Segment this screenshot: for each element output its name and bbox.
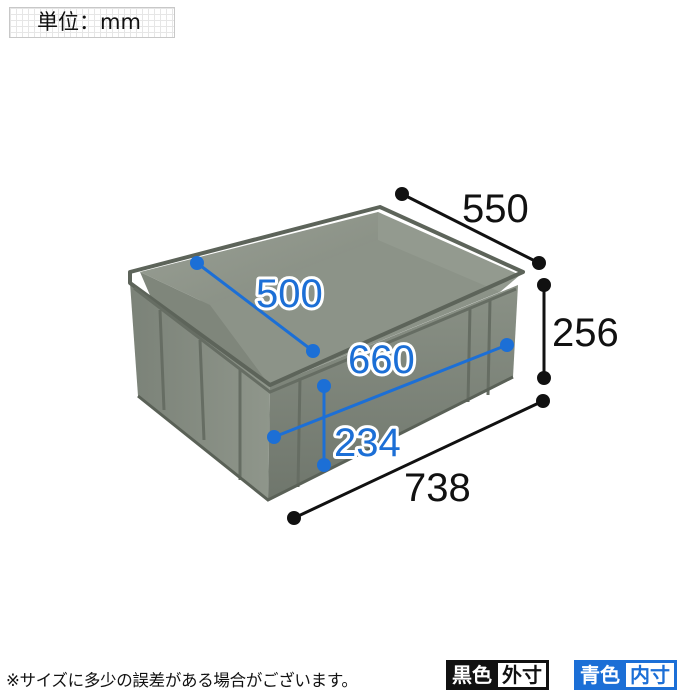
outer-height-label: 256 (552, 311, 619, 355)
outer-depth-label: 550 (462, 187, 529, 231)
size-tolerance-note: ※サイズに多少の誤差がある場合がございます。 (6, 671, 358, 690)
outer-width-line (287, 394, 550, 525)
inner-width-line (267, 338, 514, 444)
inner-width-label: 660 (348, 338, 415, 382)
legend-inner-kind: 内寸 (626, 663, 674, 687)
legend-inner: 青色 内寸 (574, 660, 677, 690)
box-inner-left-wall (140, 272, 270, 386)
inner-depth-label: 500 (256, 272, 323, 316)
unit-label: 単位：mm (9, 7, 175, 38)
inner-height-label: 234 (334, 421, 401, 465)
box-front-wall (268, 285, 518, 500)
box-inner-right-wall (378, 212, 520, 292)
box-rim (128, 205, 525, 387)
outer-depth-line (395, 187, 546, 270)
outer-height-line (537, 278, 551, 385)
legend-outer: 黒色 外寸 (446, 660, 549, 690)
box-left-wall (130, 283, 270, 500)
inner-depth-line (190, 256, 320, 358)
legend-outer-color: 黒色 (446, 660, 498, 690)
outer-width-label: 738 (404, 466, 471, 510)
storage-box-illustration (128, 205, 525, 502)
inner-height-line (317, 379, 331, 472)
legend-outer-kind: 外寸 (498, 663, 546, 687)
outer-dimensions: 550 256 738 (287, 187, 619, 525)
legend-inner-color: 青色 (574, 660, 626, 690)
inner-dimensions: 500 660 234 (190, 256, 514, 472)
box-inner-back-wall (140, 212, 378, 305)
